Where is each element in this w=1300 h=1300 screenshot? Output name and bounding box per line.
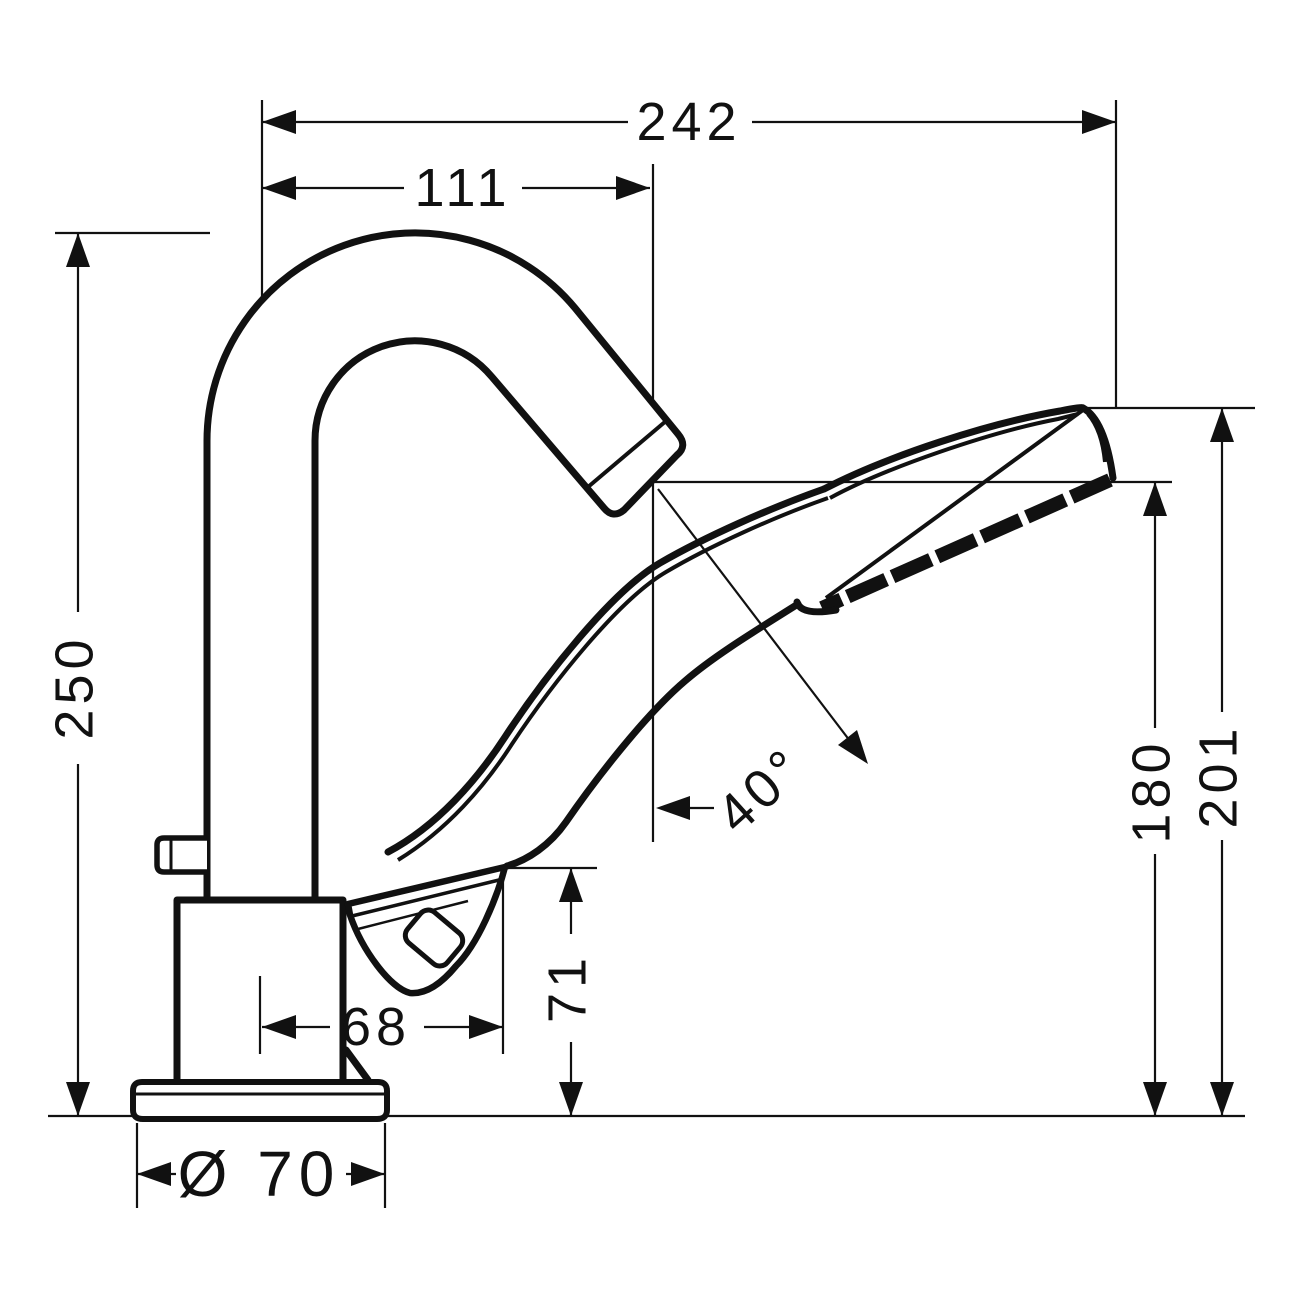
dimension-overall-height: 250 — [44, 233, 104, 1116]
dim-spray-angle-label: 40° — [705, 736, 817, 845]
arrow-up — [1210, 408, 1234, 442]
arrow-left — [262, 1015, 296, 1039]
arrow-right — [616, 176, 650, 200]
dim-spout-outlet-height-label: 180 — [1121, 738, 1181, 843]
dimension-spout-reach: 111 — [262, 158, 650, 218]
hand-shower-holder — [344, 863, 509, 997]
spray-face-rim-line — [824, 408, 1085, 600]
arrow-up — [66, 233, 90, 267]
dim-overall-width-label: 242 — [636, 92, 741, 152]
arrow-up — [559, 868, 583, 902]
holder-rim-line-2 — [357, 899, 469, 931]
dim-spout-to-holder-label: 68 — [341, 997, 411, 1057]
dim-holder-height-label: 71 — [537, 953, 597, 1023]
hand-shower-head — [793, 404, 1117, 616]
arrow-left — [137, 1162, 171, 1186]
dimension-overall-width: 242 — [262, 92, 1116, 152]
dim-overall-height-label: 250 — [44, 634, 104, 739]
head-end-cap-band — [1086, 412, 1107, 463]
head-top-inner-line — [829, 412, 1079, 500]
holder-stem — [342, 1046, 372, 1084]
head-bottom-corner — [793, 598, 840, 616]
control-handle-nub — [154, 835, 207, 875]
spray-face-nozzle-band — [819, 473, 1113, 615]
dim-spout-reach-label: 111 — [414, 158, 511, 218]
arrow-right — [1082, 110, 1116, 134]
dimension-spout-to-holder: 68 — [258, 878, 505, 1057]
arrow-up — [1143, 482, 1167, 516]
dimension-handshower-top-height: 201 — [1188, 408, 1248, 1116]
fixture — [130, 229, 1117, 1122]
head-outline — [820, 404, 1117, 493]
dimension-spray-angle: 40° — [656, 488, 868, 845]
handle-top-edge — [384, 485, 828, 856]
dimension-spout-outlet-height: 180 — [1121, 482, 1181, 1116]
handle-top-inner-edge — [396, 496, 829, 862]
dimension-holder-height: 71 — [500, 866, 597, 1116]
arrow-down — [559, 1082, 583, 1116]
dimension-base-diameter: Ø 70 — [135, 1123, 387, 1210]
dim-handshower-top-height-label: 201 — [1188, 723, 1248, 828]
arrow-diagonal — [838, 730, 868, 764]
arrow-right — [351, 1162, 385, 1186]
handle-bottom-edge — [503, 600, 802, 870]
nub-outline — [154, 835, 207, 875]
arrow-down — [1210, 1082, 1234, 1116]
dim-base-diameter-label: Ø 70 — [178, 1138, 341, 1210]
angle-leg-diagonal — [657, 488, 851, 742]
holder-rim-line-1 — [351, 878, 500, 918]
arrow-down — [1143, 1082, 1167, 1116]
spout-aerator-band — [586, 419, 668, 489]
valve-body — [173, 896, 372, 1084]
hand-shower-handle — [384, 485, 829, 870]
spout — [203, 229, 687, 900]
arrow-right — [469, 1015, 503, 1039]
arrow-left — [262, 176, 296, 200]
spout-outline — [203, 229, 687, 900]
arrow-down — [66, 1082, 90, 1116]
arrow-left — [262, 110, 296, 134]
base-flange — [130, 1079, 390, 1122]
arrow-left — [656, 796, 690, 820]
handle-end-cap — [402, 907, 466, 969]
flange-outline — [130, 1079, 390, 1122]
